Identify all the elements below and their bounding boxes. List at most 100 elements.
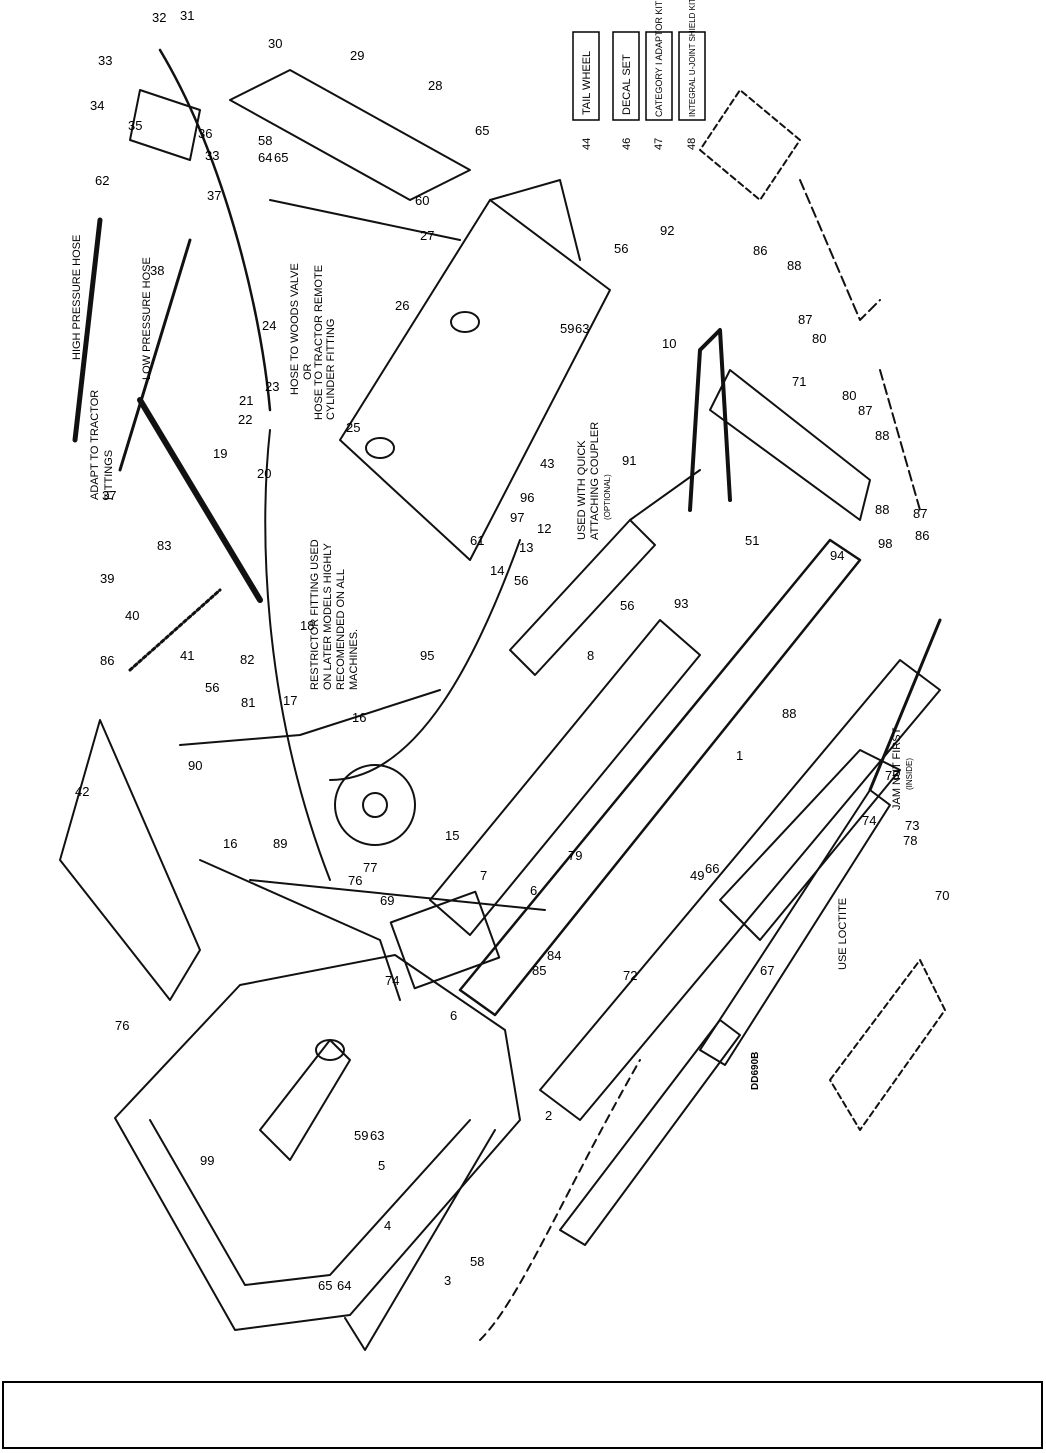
callout-69: 69: [380, 893, 394, 908]
callout-35: 35: [128, 118, 142, 133]
callout-29: 29: [350, 48, 364, 63]
callout-87c: 87: [913, 506, 927, 521]
deck-housing: [114, 954, 521, 1331]
restrictor-note-4: MACHINES.: [348, 629, 360, 690]
callout-22: 22: [238, 412, 252, 427]
callout-56d: 56: [205, 680, 219, 695]
callout-38: 38: [150, 263, 164, 278]
callout-26: 26: [395, 298, 409, 313]
callout-6: 6: [450, 1008, 457, 1023]
exploded-parts-diagram: 1 2 3 4 5 6 6 7 8 10 12 13 14 15 16 16 1…: [59, 0, 949, 1351]
restrictor-note-2: ON LATER MODELS HIGHLY: [322, 542, 334, 690]
hydraulic-cylinder: [509, 519, 656, 676]
kit-44-num: 44: [581, 138, 593, 150]
callout-2: 2: [545, 1108, 552, 1123]
callout-63: 63: [575, 321, 589, 336]
callout-75: 75: [885, 768, 899, 783]
kit-box-48: [678, 31, 706, 121]
callout-88: 88: [787, 258, 801, 273]
callout-labels: 1 2 3 4 5 6 6 7 8 10 12 13 14 15 16 16 1…: [75, 8, 949, 1293]
kit-48-num: 48: [686, 138, 698, 150]
quick-coupler-note-1: USED WITH QUICK: [576, 440, 588, 540]
callout-95: 95: [420, 648, 434, 663]
callout-17: 17: [283, 693, 297, 708]
a-frame: [179, 689, 441, 746]
callout-34: 34: [90, 98, 104, 113]
callout-87b: 87: [858, 403, 872, 418]
figure-id: DD690B: [750, 1052, 761, 1090]
callout-93: 93: [674, 596, 688, 611]
callout-64: 64: [258, 150, 272, 165]
callout-41: 41: [180, 648, 194, 663]
loctite-note: USE LOCTITE: [837, 898, 849, 970]
callout-85: 85: [532, 963, 546, 978]
hose-tractor-note-1: HOSE TO TRACTOR REMOTE: [313, 265, 325, 420]
kit-47-label: CATEGORY I ADAPTOR KIT: [654, 0, 664, 117]
gearbox: [389, 890, 501, 990]
callout-74b: 74: [385, 973, 399, 988]
valve-bracket: [229, 69, 471, 201]
callout-81: 81: [241, 695, 255, 710]
callout-42: 42: [75, 784, 89, 799]
drive-shaft: [559, 1019, 741, 1246]
callout-12: 12: [537, 521, 551, 536]
kit-list: [572, 31, 706, 121]
callout-20: 20: [257, 466, 271, 481]
callout-91: 91: [622, 453, 636, 468]
callout-3: 3: [444, 1273, 451, 1288]
callout-8: 8: [587, 648, 594, 663]
callout-66: 66: [705, 861, 719, 876]
callout-4: 4: [384, 1218, 391, 1233]
callout-76: 76: [115, 1018, 129, 1033]
callout-71: 71: [792, 374, 806, 389]
callout-5: 5: [378, 1158, 385, 1173]
callout-88b: 88: [875, 428, 889, 443]
callout-21: 21: [239, 393, 253, 408]
callout-76b: 76: [348, 873, 362, 888]
front-tube: [259, 1039, 351, 1161]
callout-33b: 33: [205, 148, 219, 163]
adapt-note-2: FITTINGS: [103, 450, 115, 500]
adapt-note-1: ADAPT TO TRACTOR: [89, 390, 101, 500]
callout-70: 70: [935, 888, 949, 903]
plate-42: [59, 719, 201, 1001]
main-frame-rail: [429, 619, 701, 936]
callout-19: 19: [213, 446, 227, 461]
callout-56b: 56: [514, 573, 528, 588]
restrictor-note-1: RESTRICTOR FITTING USED: [309, 539, 321, 690]
callout-39: 39: [100, 571, 114, 586]
callout-88c: 88: [875, 502, 889, 517]
callout-59: 59: [560, 321, 574, 336]
callout-14: 14: [490, 563, 504, 578]
callout-37: 37: [207, 188, 221, 203]
caption-box: [2, 1381, 1043, 1449]
kit-box-46: [612, 31, 640, 121]
callout-56: 56: [614, 241, 628, 256]
callout-86b: 86: [915, 528, 929, 543]
kit-box-44: [572, 31, 600, 121]
callout-10: 10: [662, 336, 676, 351]
callout-24: 24: [262, 318, 276, 333]
callout-15: 15: [445, 828, 459, 843]
callout-80: 80: [812, 331, 826, 346]
callout-74: 74: [862, 813, 876, 828]
kit-box-47: [645, 31, 673, 121]
high-pressure-note: HIGH PRESSURE HOSE: [71, 235, 83, 360]
optional-note: (OPTIONAL): [603, 474, 612, 520]
callout-87: 87: [798, 312, 812, 327]
jam-nut-note: JAM NUT FIRST: [891, 727, 903, 810]
low-pressure-note: LOW PRESSURE HOSE: [141, 257, 153, 380]
callout-86: 86: [753, 243, 767, 258]
callout-65c: 65: [318, 1278, 332, 1293]
callout-65b: 65: [274, 150, 288, 165]
inside-note: (INSIDE): [905, 758, 914, 790]
callout-88d: 88: [782, 706, 796, 721]
callout-36: 36: [198, 126, 212, 141]
callout-56c: 56: [620, 598, 634, 613]
hose-woods-note: HOSE TO WOODS VALVE: [289, 263, 301, 395]
callout-79: 79: [568, 848, 582, 863]
callout-49: 49: [690, 868, 704, 883]
callout-7: 7: [480, 868, 487, 883]
callout-94: 94: [830, 548, 844, 563]
callout-64b: 64: [337, 1278, 351, 1293]
